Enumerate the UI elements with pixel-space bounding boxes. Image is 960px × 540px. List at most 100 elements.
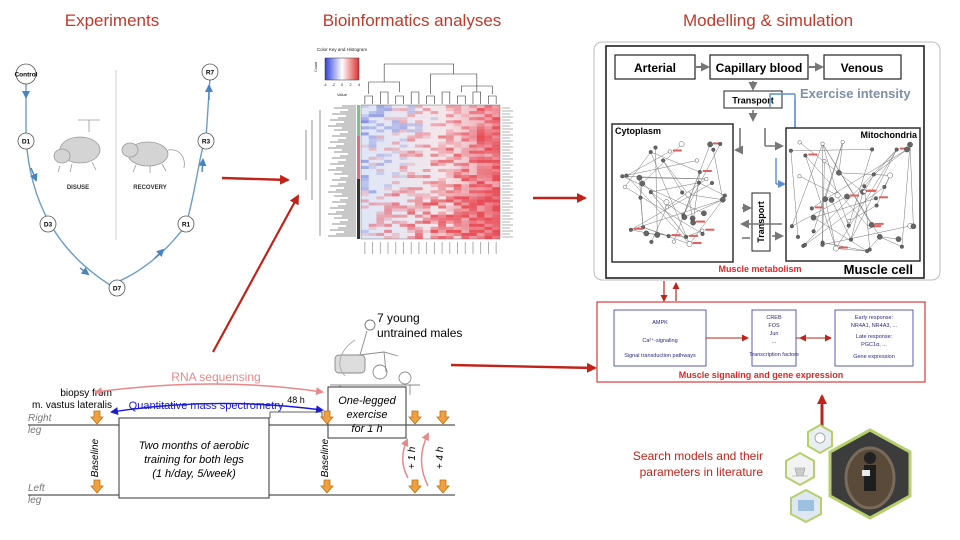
heatmap-cell: [492, 135, 500, 139]
heatmap-cell: [445, 114, 454, 118]
biopsy-line1: biopsy from: [60, 388, 112, 399]
heatmap-cell: [469, 132, 477, 136]
mouse-disuse-illustration: [53, 119, 101, 173]
color-key-title-text: Color Key and Histogram: [317, 47, 368, 52]
heatmap-cell: [391, 172, 400, 176]
heatmap-cell: [484, 184, 493, 188]
heatmap-cell: [453, 226, 462, 230]
network-node: [907, 141, 913, 148]
heatmap-cell: [399, 223, 408, 227]
transport-side-label: Transport: [756, 201, 766, 243]
heatmap-cell: [484, 190, 493, 194]
network-node: [648, 149, 653, 154]
heatmap-cell: [484, 156, 493, 160]
heatmap-cell: [368, 223, 377, 227]
heatmap-cell: [407, 108, 416, 112]
heatmap-cell: [407, 162, 416, 166]
heatmap-cell: [384, 217, 392, 221]
heatmap-cell: [407, 150, 416, 154]
heatmap-cell: [368, 162, 377, 166]
network-node: [622, 184, 627, 189]
heatmap-cell: [461, 114, 470, 118]
heatmap-cell: [476, 111, 485, 115]
heatmap-cell: [415, 123, 423, 127]
heatmap-cell: [384, 126, 392, 130]
network-node: [638, 195, 643, 200]
network-node: [894, 147, 899, 152]
network-node: [809, 206, 814, 211]
transport-top-label: Transport: [732, 96, 774, 106]
heatmap-cell: [376, 223, 385, 227]
heatmap-cell: [430, 123, 439, 127]
heatmap-cell: [438, 144, 446, 148]
heatmap-cell: [484, 187, 493, 191]
network-node: [810, 214, 817, 221]
heatmap-cell: [476, 217, 485, 221]
heatmap-cell: [461, 153, 470, 157]
heatmap-cell: [376, 220, 385, 224]
heatmap-cell: [384, 153, 392, 157]
heatmap-cell: [492, 168, 500, 172]
network-node: [722, 193, 727, 198]
exercise-intensity-label: Exercise intensity: [800, 86, 911, 101]
exercise-box: [327, 386, 407, 439]
heatmap-cell: [453, 202, 462, 206]
heatmap-cell: [368, 120, 377, 124]
heatmap-cell: [361, 232, 369, 236]
heatmap-cell: [430, 196, 439, 200]
network-node: [678, 141, 685, 147]
heatmap-cell: [469, 153, 477, 157]
heatmap-cell: [484, 120, 493, 124]
heatmap-cell: [469, 226, 477, 230]
heatmap-cell: [445, 150, 454, 154]
heatmap-cell: [368, 144, 377, 148]
heatmap-cell: [399, 138, 408, 142]
heatmap-cell: [445, 193, 454, 197]
muscle-cell-label: Muscle cell: [844, 262, 913, 277]
network-node: [796, 234, 801, 239]
color-key-count-label: Count: [314, 61, 318, 72]
gene-expression-box: [834, 309, 914, 367]
network-node: [803, 153, 808, 158]
heatmap-cell: [469, 211, 477, 215]
heatmap-cell: [476, 147, 485, 151]
heatmap-cell: [461, 190, 470, 194]
cytoplasm-box: [611, 123, 734, 263]
heatmap-cell: [415, 208, 423, 212]
network-node: [895, 236, 902, 242]
network-node: [700, 231, 705, 236]
ampk-label: AMPK: [652, 320, 668, 326]
heatmap-cell: [469, 156, 477, 160]
node-r7-label: R7: [206, 70, 215, 77]
heatmap-cell: [476, 184, 485, 188]
heatmap-cell: [384, 184, 392, 188]
cytoplasm-network: [620, 141, 727, 247]
network-node: [671, 239, 676, 244]
heatmap-cell: [407, 172, 416, 176]
heatmap-cell: [469, 159, 477, 163]
heatmap-cell: [438, 168, 446, 172]
heatmap-cell: [384, 193, 392, 197]
heatmap-cell: [445, 132, 454, 136]
heatmap-cell: [376, 156, 385, 160]
heatmap-cell: [361, 178, 369, 182]
heatmap-cell: [476, 123, 485, 127]
tf-label: Transcription factors: [749, 352, 799, 358]
heatmap-cell: [492, 226, 500, 230]
network-node: [681, 214, 688, 220]
heatmap-cell: [422, 132, 431, 136]
heatmap-cell: [391, 141, 400, 145]
node-control: [15, 63, 37, 85]
heatmap-cell: [461, 211, 470, 215]
heatmap-cell: [476, 190, 485, 194]
heatmap-cell: [361, 175, 369, 179]
heatmap-cell: [484, 117, 493, 121]
network-label-mark: [838, 246, 848, 249]
heatmap-cell: [438, 229, 446, 233]
heatmap-cell: [368, 190, 377, 194]
network-label-mark: [633, 227, 643, 230]
heatmap-side-bar-pink: [357, 136, 360, 179]
biopsy-arrow: [90, 479, 104, 494]
